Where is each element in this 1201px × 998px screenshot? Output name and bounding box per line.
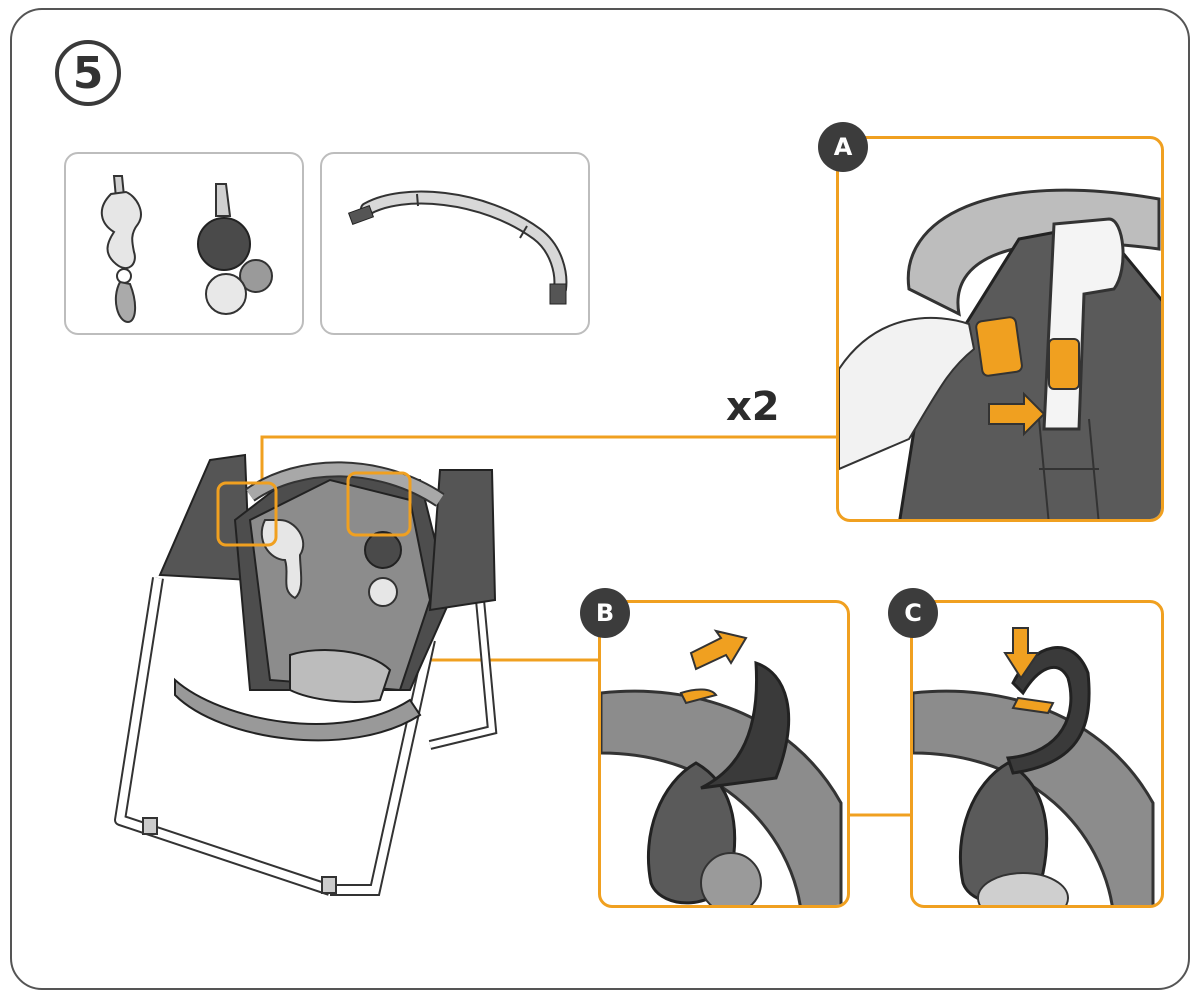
parts-box-toys bbox=[64, 152, 304, 335]
clip-orange-b bbox=[679, 688, 718, 705]
toy-bar-illustration bbox=[347, 190, 568, 305]
detail-panel-a bbox=[836, 136, 1164, 522]
hand-illustration bbox=[839, 316, 976, 471]
arrow-orange-c bbox=[1003, 627, 1040, 680]
connector-a bbox=[260, 435, 836, 495]
toy-rattle-body bbox=[100, 190, 142, 270]
clip-orange-right bbox=[1048, 338, 1080, 390]
quantity-multiplier: x2 bbox=[726, 384, 780, 430]
parts-box-toy-bar bbox=[320, 152, 590, 335]
clip-orange-c bbox=[1011, 696, 1055, 715]
arrow-orange bbox=[988, 391, 1046, 437]
detail-panel-b bbox=[598, 600, 850, 908]
detail-label-a: A bbox=[818, 122, 868, 172]
seat-harness bbox=[289, 649, 392, 703]
step-number-badge: 5 bbox=[55, 40, 121, 106]
detail-label-b: B bbox=[580, 588, 630, 638]
instruction-frame bbox=[10, 8, 1190, 990]
toys-illustration bbox=[100, 175, 273, 324]
toy-ring bbox=[114, 280, 136, 324]
clip-orange-left bbox=[975, 316, 1023, 377]
highlight-b bbox=[346, 471, 412, 537]
right-side-panel bbox=[428, 469, 497, 612]
detail-a-illustration bbox=[839, 188, 1161, 519]
toy-ball-mid bbox=[239, 259, 273, 293]
toy-ball-light bbox=[205, 273, 247, 315]
toy-ball-dark bbox=[197, 217, 251, 271]
left-side-panel bbox=[158, 453, 252, 582]
highlight-a bbox=[216, 481, 278, 547]
detail-c-illustration bbox=[913, 627, 1155, 905]
detail-b-illustration bbox=[601, 629, 843, 905]
detail-label-c: C bbox=[888, 588, 938, 638]
detail-panel-c bbox=[910, 600, 1164, 908]
arrow-orange-b bbox=[689, 629, 748, 671]
